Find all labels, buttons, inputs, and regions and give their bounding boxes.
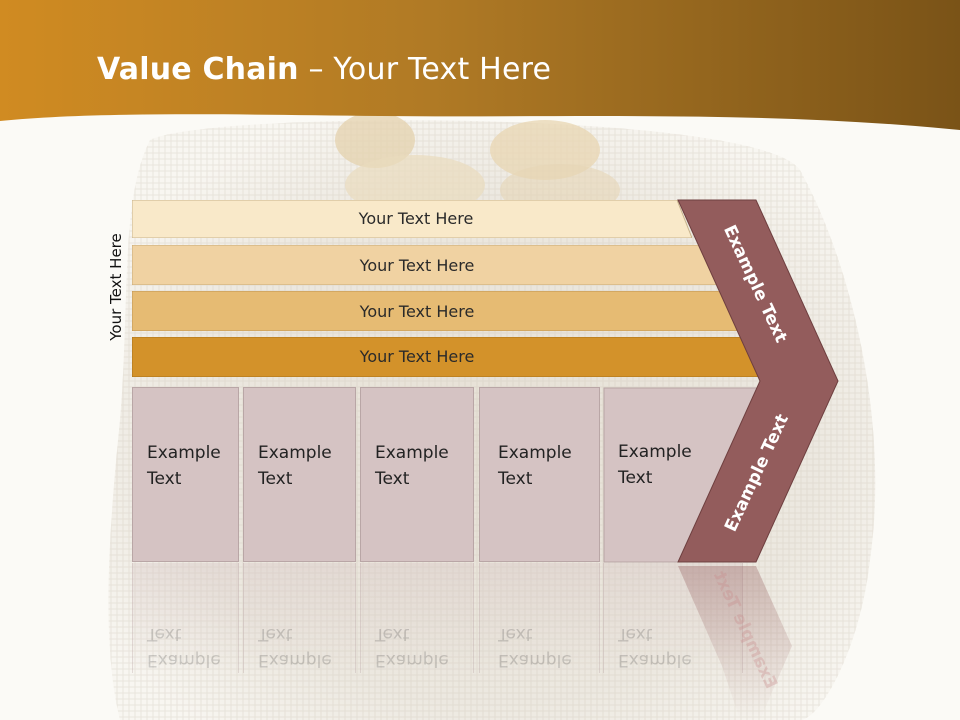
support-bar-1: Your Text Here: [132, 200, 692, 238]
header-band: [0, 0, 960, 130]
bar-shape: [132, 200, 692, 238]
support-bar-3: Your Text Here: [132, 291, 740, 331]
bar-shape: [132, 337, 764, 377]
bar-label: Your Text Here: [359, 347, 475, 366]
support-bar-4: Your Text Here: [132, 337, 764, 377]
support-bar-2: Your Text Here: [132, 245, 718, 285]
side-label: Your Text Here: [107, 233, 125, 341]
bar-shape: [132, 291, 740, 331]
bar-label: Your Text Here: [359, 302, 475, 321]
slide-title: Value Chain – Your Text Here: [97, 52, 551, 87]
bar-label: Your Text Here: [359, 256, 475, 275]
bar-label: Your Text Here: [358, 209, 474, 228]
title-bold: Value Chain: [97, 52, 299, 87]
bar-shape: [132, 245, 718, 285]
title-rest: – Your Text Here: [298, 52, 552, 87]
